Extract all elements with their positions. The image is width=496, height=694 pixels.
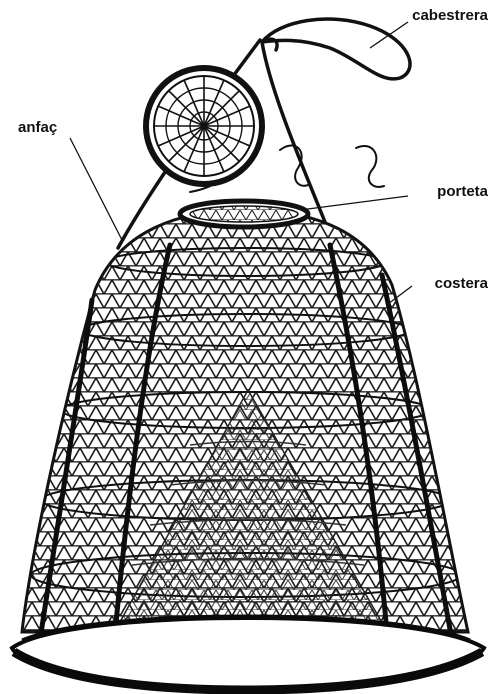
label-porteta: porteta <box>437 183 488 200</box>
label-costera: costera <box>435 275 489 292</box>
base-ring <box>12 616 484 690</box>
round-lid <box>146 68 262 184</box>
label-cabestrera: cabestrera <box>412 7 489 24</box>
leader-anfac <box>70 138 122 240</box>
porteta-ring <box>180 201 308 227</box>
label-anfac: anfaç <box>18 119 57 136</box>
